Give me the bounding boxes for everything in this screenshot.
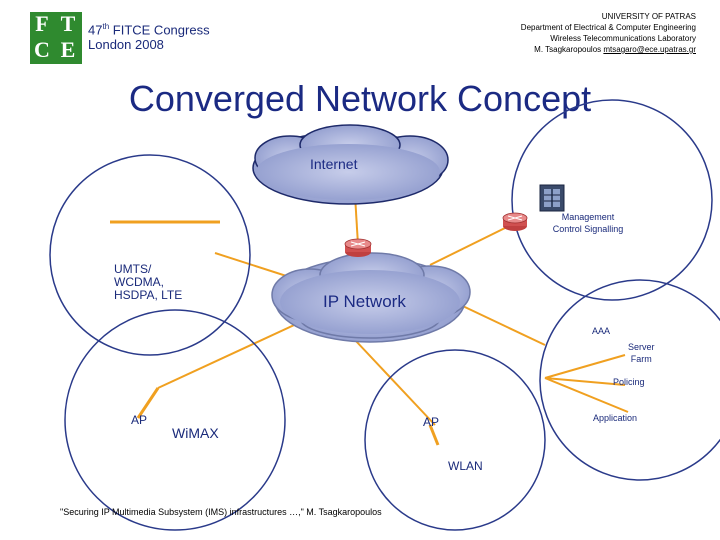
umts-label-line3: HSDPA, LTE	[114, 288, 183, 302]
application-label: Application	[593, 413, 638, 423]
logo-letter-f: F	[30, 12, 54, 36]
slide-title: Converged Network Concept	[128, 78, 592, 119]
aaa-label: AAA	[592, 326, 611, 336]
internet-label: Internet	[310, 156, 358, 172]
server-farm-label: Server Farm	[628, 341, 655, 365]
ip-network-label: IP Network	[323, 292, 406, 311]
univ-department: Department of Electrical & Computer Engi…	[520, 23, 696, 32]
umts-label: UMTS/ WCDMA, HSDPA, LTE	[114, 263, 182, 302]
server-farm-line2: Farm	[630, 354, 652, 364]
domain-circles	[49, 99, 720, 531]
logo-letter-e: E	[56, 38, 80, 62]
umts-label-line1: UMTS/	[114, 262, 152, 276]
wimax-label: WiMAX	[172, 425, 219, 441]
umts-label-line2: WCDMA,	[114, 275, 164, 289]
ap-label-mid: AP	[423, 415, 440, 429]
univ-author-line: M. Tsagkaropoulos mtsagaro@ece.upatras.g…	[436, 44, 696, 55]
server-icon	[539, 184, 565, 212]
farm-link-mid	[544, 377, 626, 386]
wlan-domain-circle	[364, 349, 546, 531]
ap-label-left: AP	[131, 413, 148, 427]
farm-link-top	[544, 354, 626, 379]
router-icon	[344, 238, 372, 257]
logo-letter-c: C	[30, 38, 54, 62]
link-mgmt	[429, 227, 506, 266]
internet-cloud	[252, 124, 449, 205]
congress-line: 47th FITCE Congress	[88, 19, 210, 37]
wlan-bar	[428, 424, 440, 446]
policing-label: Policing	[613, 377, 645, 387]
mgmt-label: Management Control Signalling	[548, 211, 628, 235]
wlan-label: WLAN	[448, 459, 483, 473]
link-wlan	[354, 339, 436, 426]
congress-name: FITCE Congress	[112, 22, 210, 38]
server-farm-line1: Server	[628, 342, 655, 352]
server-farm-circle	[539, 279, 720, 481]
logo-letter-t: T	[56, 12, 80, 36]
congress-suffix: th	[102, 22, 110, 31]
ip-network-cloud	[271, 252, 471, 343]
link-wimax	[157, 319, 306, 389]
mgmt-router-icon	[502, 212, 528, 231]
congress-info: 47th FITCE Congress London 2008	[88, 19, 210, 52]
mgmt-domain-circle	[511, 99, 713, 301]
univ-name: UNIVERSITY OF PATRAS	[601, 12, 696, 21]
footer-citation: "Securing IP Multimedia Subsystem (IMS) …	[60, 507, 382, 517]
univ-lab: Wireless Telecommunications Laboratory	[550, 34, 696, 43]
mgmt-label-line2: Control Signalling	[552, 224, 624, 234]
author-email[interactable]: mtsagaro@ece.upatras.gr	[603, 45, 696, 54]
fitce-logo: F T C E	[30, 12, 82, 64]
link-aaa	[449, 299, 546, 346]
umts-domain-circle	[49, 154, 251, 356]
university-info: UNIVERSITY OF PATRAS Department of Elect…	[436, 11, 696, 55]
mgmt-label-line1: Management	[561, 212, 615, 222]
farm-link-bot	[544, 377, 629, 413]
author-name: M. Tsagkaropoulos	[534, 45, 602, 54]
congress-place: London 2008	[88, 37, 164, 53]
wimax-bar	[136, 387, 160, 419]
wimax-domain-circle	[64, 309, 286, 531]
congress-number: 47	[88, 22, 103, 38]
